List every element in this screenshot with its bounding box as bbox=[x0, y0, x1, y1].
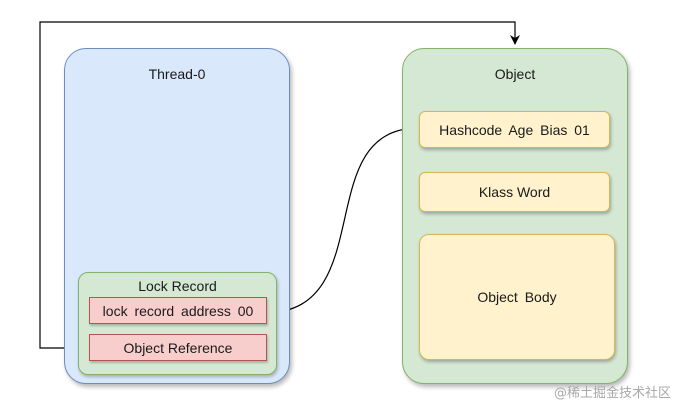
watermark: @稀土掘金技术社区 bbox=[553, 386, 671, 401]
lock-record-address-box: lock record address 00 bbox=[89, 297, 267, 324]
object-title: Object bbox=[494, 66, 536, 82]
lock-record-title: Lock Record bbox=[138, 278, 217, 294]
thread-title: Thread-0 bbox=[148, 66, 206, 82]
object-reference-box: Object Reference bbox=[89, 334, 267, 361]
object-body-box: Object Body bbox=[419, 234, 615, 360]
klass-word-box: Klass Word bbox=[419, 172, 610, 212]
mark-word-box: Hashcode Age Bias 01 bbox=[419, 111, 610, 148]
